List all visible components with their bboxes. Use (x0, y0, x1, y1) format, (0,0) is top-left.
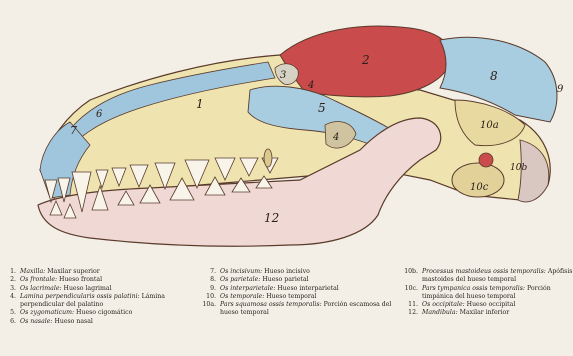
label-9: 9 (557, 84, 564, 95)
legend-number: 2. (0, 276, 20, 284)
legend-text: Os nasale: Hueso nasal (20, 318, 200, 326)
label-6: 6 (96, 109, 103, 120)
legend-spanish-name: Hueso parietal (260, 276, 308, 283)
legend-spanish-name: Hueso occipital (465, 301, 516, 308)
legend-latin-name: Pars squamosa ossis temporalis: (220, 301, 322, 308)
label-12: 12 (264, 211, 279, 225)
label-8: 8 (490, 69, 498, 83)
legend-latin-name: Maxilla: (20, 268, 45, 275)
legend-item: 10c.Pars tympanica ossis temporalis: Por… (402, 285, 573, 302)
legend-item: 11.Os occipitale: Hueso occipital (402, 301, 573, 309)
legend-text: Os zygomaticum: Hueso cigomático (20, 309, 200, 317)
legend-number: 10c. (402, 285, 422, 302)
legend-latin-name: Os parietale: (220, 276, 260, 283)
legend-item: 9.Os interparietale: Hueso interparietal (200, 285, 400, 293)
skull-illustration: 1 2 3 4 4 5 6 7 8 9 10a 10b 10c 12 (0, 0, 573, 265)
legend-spanish-name: Hueso interparietal (275, 285, 338, 292)
legend-number: 12. (402, 309, 422, 317)
legend-latin-name: Os zygomaticum: (20, 309, 74, 316)
legend-spanish-name: Hueso lagrimal (62, 285, 112, 292)
legend-item: 1.Maxilla: Maxilar superior (0, 268, 200, 276)
legend-number: 11. (402, 301, 422, 309)
legend-text: Processus mastoideus ossis temporalis: A… (422, 268, 573, 285)
legend-latin-name: Os lacrimale: (20, 285, 62, 292)
legend-spanish-name: Hueso nasal (52, 318, 92, 325)
legend-number: 10b. (402, 268, 422, 285)
legend-number: 5. (0, 309, 20, 317)
legend-item: 2.Os frontale: Hueso frontal (0, 276, 200, 284)
legend-latin-name: Os frontale: (20, 276, 57, 283)
infraorbital-foramen (264, 149, 272, 167)
legend-number: 6. (0, 318, 20, 326)
legend-text: Os occipitale: Hueso occipital (422, 301, 573, 309)
legend-spanish-name: Hueso frontal (57, 276, 102, 283)
legend-number: 7. (200, 268, 220, 276)
legend-spanish-name: Maxilar superior (45, 268, 99, 275)
legend-text: Os interparietale: Hueso interparietal (220, 285, 400, 293)
legend-item: 7.Os incisivum: Hueso incisivo (200, 268, 400, 276)
legend-text: Os parietale: Hueso parietal (220, 276, 400, 284)
legend-latin-name: Os nasale: (20, 318, 52, 325)
legend-number: 4. (0, 293, 20, 310)
legend-number: 9. (200, 285, 220, 293)
legend-item: 5.Os zygomaticum: Hueso cigomático (0, 309, 200, 317)
legend-latin-name: Os incisivum: (220, 268, 262, 275)
legend-latin-name: Os temporale: (220, 293, 264, 300)
legend-item: 10a.Pars squamosa ossis temporalis: Porc… (200, 301, 400, 318)
legend-latin-name: Os interparietale: (220, 285, 275, 292)
legend-text: Pars tympanica ossis temporalis: Porción… (422, 285, 573, 302)
legend-spanish-name: Hueso incisivo (262, 268, 310, 275)
label-10a: 10a (480, 120, 499, 131)
legend-number: 10. (200, 293, 220, 301)
legend-spanish-name: Hueso temporal (264, 293, 316, 300)
label-2: 2 (361, 53, 370, 67)
label-1: 1 (196, 97, 204, 111)
label-4b: 4 (332, 132, 339, 143)
legend-latin-name: Mandibula: (422, 309, 458, 316)
legend-number: 10a. (200, 301, 220, 318)
legend-number: 8. (200, 276, 220, 284)
legend-number: 3. (0, 285, 20, 293)
legend-number: 1. (0, 268, 20, 276)
legend-text: Os frontale: Hueso frontal (20, 276, 200, 284)
legend-spanish-name: Hueso cigomático (74, 309, 132, 316)
legend-item: 12.Mandibula: Maxilar inferior (402, 309, 573, 317)
legend-item: 4.Lamina perpendicularis ossis palatini:… (0, 293, 200, 310)
label-3: 3 (280, 70, 286, 81)
legend-text: Mandibula: Maxilar inferior (422, 309, 573, 317)
legend-latin-name: Pars tympanica ossis temporalis: (422, 285, 525, 292)
legend-item: 10b.Processus mastoideus ossis temporali… (402, 268, 573, 285)
label-5: 5 (318, 101, 326, 115)
legend-latin-name: Os occipitale: (422, 301, 465, 308)
legend-item: 3.Os lacrimale: Hueso lagrimal (0, 285, 200, 293)
label-7: 7 (70, 124, 77, 137)
legend-column-3: 10b.Processus mastoideus ossis temporali… (402, 268, 573, 318)
label-10b: 10b (510, 163, 527, 173)
ear-canal (479, 153, 493, 167)
label-4: 4 (307, 80, 314, 91)
legend-latin-name: Processus mastoideus ossis temporalis: (422, 268, 546, 275)
legend-text: Os incisivum: Hueso incisivo (220, 268, 400, 276)
legend-latin-name: Lamina perpendicularis ossis palatini: (20, 293, 140, 300)
label-10c: 10c (470, 182, 489, 193)
legend-text: Os temporale: Hueso temporal (220, 293, 400, 301)
legend-spanish-name: Maxilar inferior (458, 309, 510, 316)
legend-item: 10.Os temporale: Hueso temporal (200, 293, 400, 301)
legend-text: Maxilla: Maxilar superior (20, 268, 200, 276)
legend-text: Os lacrimale: Hueso lagrimal (20, 285, 200, 293)
legend-item: 8.Os parietale: Hueso parietal (200, 276, 400, 284)
legend-text: Lamina perpendicularis ossis palatini: L… (20, 293, 200, 310)
legend-item: 6.Os nasale: Hueso nasal (0, 318, 200, 326)
legend-text: Pars squamosa ossis temporalis: Porción … (220, 301, 400, 318)
